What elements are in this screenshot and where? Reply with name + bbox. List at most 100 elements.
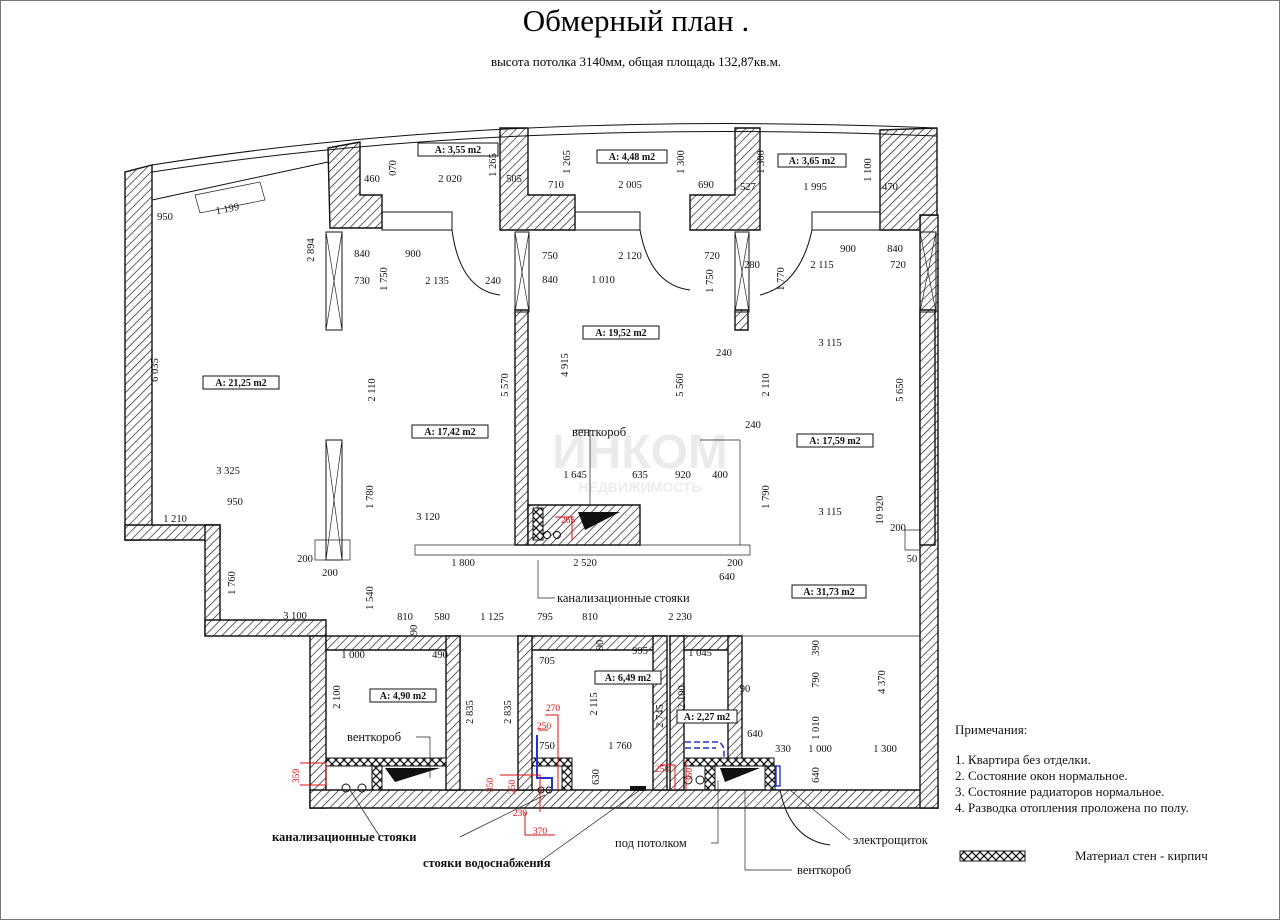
water-risers-label: стояки водоснабжения xyxy=(423,856,551,870)
dimension-label: 1 300 xyxy=(873,744,897,755)
dimension-label: 640 xyxy=(747,729,763,740)
dimension-label: 240 xyxy=(485,276,501,287)
dimension-label: 5 560 xyxy=(675,373,686,397)
room-area-label: A: 3,65 m2 xyxy=(789,156,835,167)
dimension-label: 1 045 xyxy=(688,648,712,659)
windows xyxy=(151,123,938,846)
dimension-label: 630 xyxy=(591,769,602,785)
dimension-label: 2 115 xyxy=(589,692,600,715)
dimension-label: 240 xyxy=(716,348,732,359)
note-item: 3. Состояние радиаторов нормальное. xyxy=(955,784,1164,799)
dimension-label: 470 xyxy=(882,182,898,193)
dimension-label: 1 199 xyxy=(215,202,240,217)
dimension-label: 950 xyxy=(157,212,173,223)
dimension-label: 505 xyxy=(506,174,522,185)
dimension-label: 200 xyxy=(727,558,743,569)
dimension-label: 1 750 xyxy=(379,267,390,291)
dimension-label: 2 005 xyxy=(618,180,642,191)
dimension-label: 995 xyxy=(632,646,648,657)
note-item: 2. Состояние окон нормальное. xyxy=(955,768,1128,783)
sewer-risers-label: канализационные стояки xyxy=(557,591,690,605)
room-area-label: A: 2,27 m2 xyxy=(684,712,730,723)
under-ceiling-label: под потолком xyxy=(615,836,687,850)
room-area-label: A: 3,55 m2 xyxy=(435,145,481,156)
page-title: Обмерный план . xyxy=(523,3,749,38)
legend-label: Материал стен - кирпич xyxy=(1075,848,1208,863)
dimension-label: 5 650 xyxy=(895,378,906,402)
dimension-label: 1 000 xyxy=(808,744,832,755)
room-area-label: A: 31,73 m2 xyxy=(803,587,854,598)
dimension-label: 1 750 xyxy=(705,269,716,293)
dimension-label: 720 xyxy=(890,260,906,271)
dimension-label: 1 210 xyxy=(163,514,187,525)
dimension-label: 270 xyxy=(546,704,561,714)
dimension-label: 3 115 xyxy=(818,338,841,349)
note-item: 4. Разводка отопления проложена по полу. xyxy=(955,800,1189,815)
dimension-label: 2 120 xyxy=(618,251,642,262)
dimension-label: 1 760 xyxy=(608,741,632,752)
dimension-label: 2 835 xyxy=(465,700,476,724)
dimension-label: 200 xyxy=(890,523,906,534)
brick-wall-swatch xyxy=(959,850,1026,862)
dimension-label: 840 xyxy=(542,275,558,286)
dimension-label: 90 xyxy=(409,625,420,636)
legend: Материал стен - кирпич xyxy=(959,848,1208,863)
dimension-label: 390 xyxy=(811,640,822,656)
dimension-label: 200 xyxy=(297,554,313,565)
dimension-label: 900 xyxy=(840,244,856,255)
dimension-label: 810 xyxy=(397,612,413,623)
dimension-label: 705 xyxy=(539,656,555,667)
dimension-label: 1 300 xyxy=(676,150,687,174)
dimension-label: 3 115 xyxy=(818,507,841,518)
dimension-label: 250 xyxy=(537,722,552,732)
dimension-label: 1 540 xyxy=(365,586,376,610)
dimension-label: 1 780 xyxy=(365,485,376,509)
room-area-label: A: 19,52 m2 xyxy=(595,328,646,339)
room-area-label: A: 4,90 m2 xyxy=(380,691,426,702)
dimension-label: 50 xyxy=(907,554,918,565)
dimension-label: 1 800 xyxy=(451,558,475,569)
ventbox-label: венткороб xyxy=(347,730,401,744)
dimension-label: 720 xyxy=(704,251,720,262)
dimension-label: 635 xyxy=(632,470,648,481)
dimension-label: 90 xyxy=(740,684,751,695)
notes-heading: Примечания: xyxy=(955,722,1027,737)
dimension-label: 840 xyxy=(887,244,903,255)
page-subtitle: высота потолка 3140мм, общая площадь 132… xyxy=(491,54,781,69)
room-area-label: A: 17,59 m2 xyxy=(809,436,860,447)
dimension-label: 2 100 xyxy=(677,685,688,709)
dimension-label: 370 xyxy=(533,827,548,837)
dimension-label: 5 570 xyxy=(500,373,511,397)
dimension-label: 330 xyxy=(775,744,791,755)
notes: Примечания: 1. Квартира без отделки. 2. … xyxy=(955,722,1189,815)
dimension-label: 460 xyxy=(364,174,380,185)
electrical-panel-label: электрощиток xyxy=(853,833,929,847)
dimension-label: 200 xyxy=(322,568,338,579)
dimension-label: 1 100 xyxy=(863,158,874,182)
dimension-label: 795 xyxy=(537,612,553,623)
sewer-risers-label: канализационные стояки xyxy=(272,830,417,844)
dimension-label: 2 110 xyxy=(761,373,772,396)
dimension-label: 1 790 xyxy=(761,485,772,509)
dimension-label: 950 xyxy=(227,497,243,508)
dimension-label: 230 xyxy=(513,809,528,819)
dimension-label: 580 xyxy=(434,612,450,623)
dimension-label: 900 xyxy=(405,249,421,260)
dimension-label: 280 xyxy=(744,260,760,271)
dimension-label: 258 xyxy=(655,765,670,775)
note-item: 1. Квартира без отделки. xyxy=(955,752,1091,767)
dimension-label: 3 120 xyxy=(416,512,440,523)
pipe-markings xyxy=(300,516,781,836)
dimension-label: 240 xyxy=(745,420,761,431)
dimension-label: 1 995 xyxy=(803,182,827,193)
dimension-label: 690 xyxy=(698,180,714,191)
dimension-label: 2 745 xyxy=(655,704,666,728)
room-area-label: A: 6,49 m2 xyxy=(605,673,651,684)
dimension-label: 640 xyxy=(811,767,822,783)
brick-ventboxes xyxy=(325,507,776,794)
dimension-label: 070 xyxy=(388,160,399,176)
dimension-label: 640 xyxy=(719,572,735,583)
ventbox-label: венткороб xyxy=(797,863,851,877)
